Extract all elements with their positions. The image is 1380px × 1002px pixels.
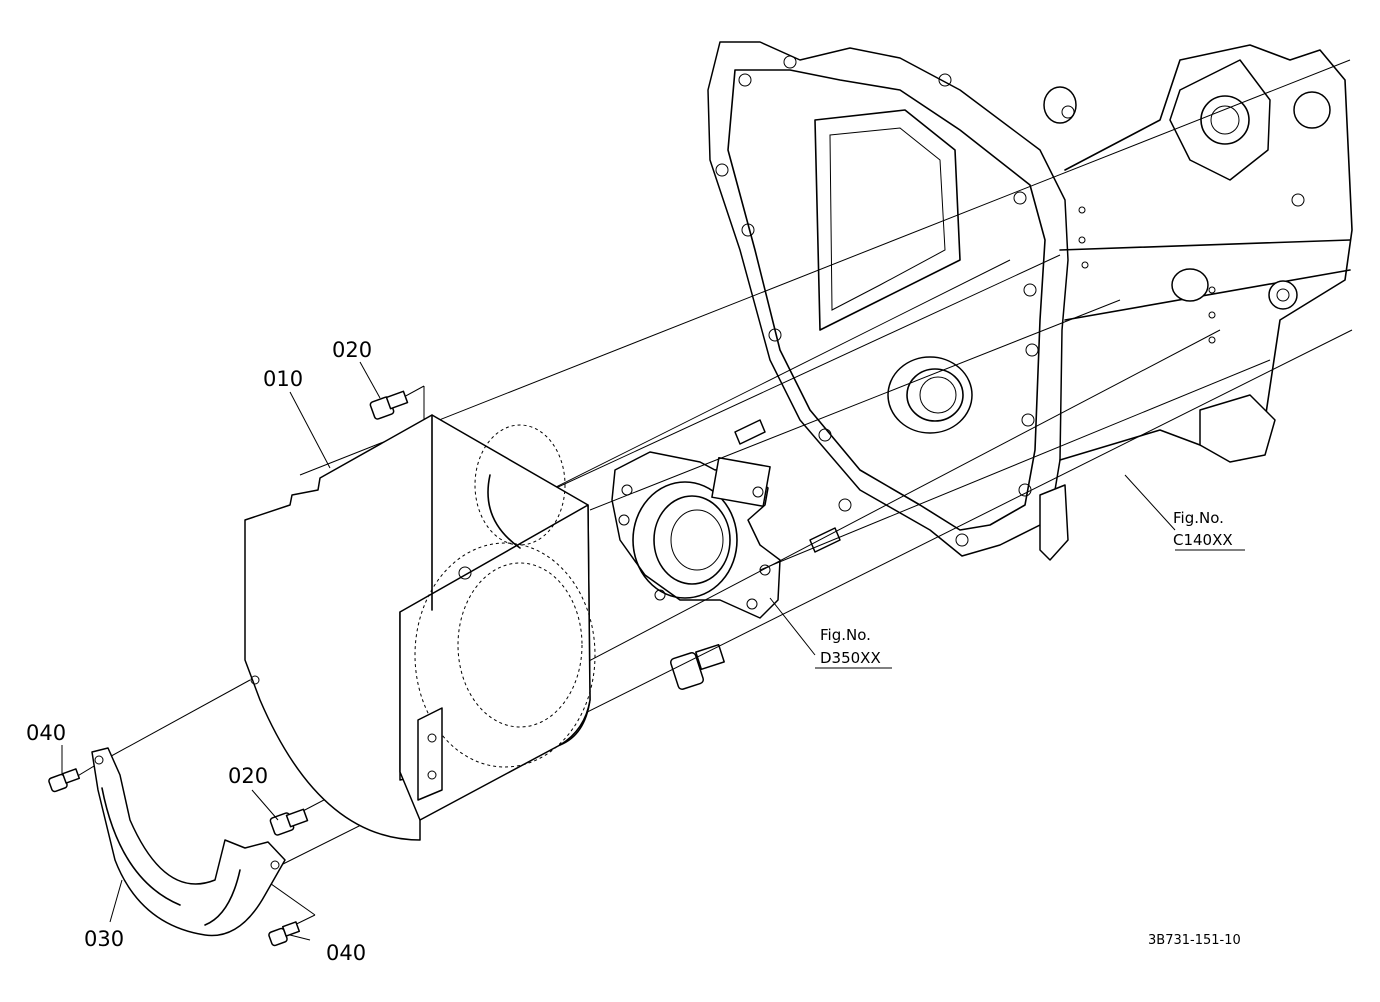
label-030: 030 <box>84 927 124 951</box>
ref-c140-line1: Fig.No. <box>1173 509 1224 527</box>
engine-block <box>707 41 1353 561</box>
housing-bolt <box>669 643 725 690</box>
seal-housing <box>611 451 781 619</box>
drawing-code: 3B731-151-10 <box>1148 933 1241 948</box>
label-040-bottom: 040 <box>326 941 366 965</box>
part-010-cover <box>244 414 596 841</box>
bolt-020-mid <box>269 808 309 836</box>
label-020-top: 020 <box>332 338 372 362</box>
ref-d350-line2: D350XX <box>820 649 881 667</box>
label-040-left: 040 <box>26 721 66 745</box>
bolt-040-left <box>48 768 81 793</box>
label-020-mid: 020 <box>228 764 268 788</box>
ref-d350-line1: Fig.No. <box>820 626 871 644</box>
flange-bolt-holes <box>715 55 1039 547</box>
part-030-lower-cover <box>91 747 286 937</box>
ref-c140-line2: C140XX <box>1173 531 1233 549</box>
bolt-040-bottom <box>268 921 301 947</box>
label-010: 010 <box>263 367 303 391</box>
bolt-020-top <box>369 390 409 420</box>
label-leaders <box>61 361 1245 941</box>
